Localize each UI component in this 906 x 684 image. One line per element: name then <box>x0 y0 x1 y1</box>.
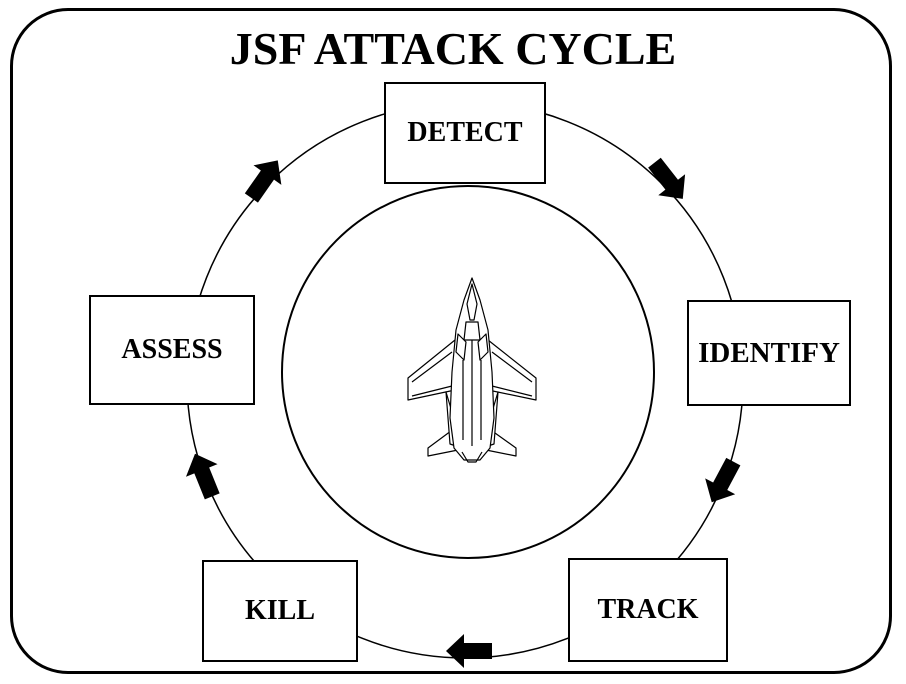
stage-identify: IDENTIFY <box>687 300 851 406</box>
fighter-jet-icon <box>407 277 537 463</box>
inner-circle <box>281 185 655 559</box>
stage-track: TRACK <box>568 558 728 662</box>
arrow-assess-to-detect-icon <box>244 160 282 203</box>
arrow-track-to-kill-icon <box>446 634 492 668</box>
diagram-frame <box>10 8 892 674</box>
arrow-identify-to-track-icon <box>705 457 741 503</box>
arrow-kill-to-assess-icon <box>185 453 220 500</box>
arrow-detect-to-identify-icon <box>648 157 686 199</box>
stage-assess: ASSESS <box>89 295 255 405</box>
diagram-title: JSF ATTACK CYCLE <box>229 23 677 74</box>
stage-kill: KILL <box>202 560 358 662</box>
stage-detect: DETECT <box>384 82 546 184</box>
